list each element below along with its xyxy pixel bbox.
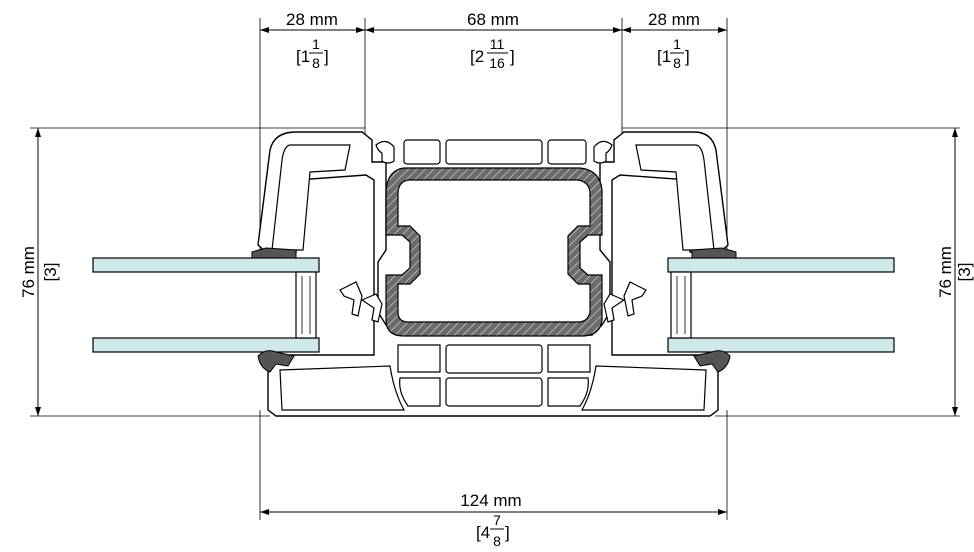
- dim-bottom-width-metric: 124 mm: [460, 491, 521, 510]
- dim-top-center-imperial: [2: [470, 47, 484, 66]
- dim-top-center-num: 11: [490, 36, 505, 52]
- spacer-right: [670, 271, 692, 339]
- dim-top-left-num: 1: [312, 36, 320, 52]
- steel-reinforcement: [385, 167, 603, 337]
- dim-top-center-metric: 68 mm: [467, 10, 519, 29]
- dim-left-height-metric: 76 mm: [19, 246, 38, 298]
- svg-text:]: ]: [685, 47, 690, 66]
- gasket-top-right: [691, 247, 737, 259]
- glass-pane-left-lower: [92, 337, 320, 353]
- svg-text:]: ]: [510, 47, 515, 66]
- gasket-top-left: [251, 247, 297, 259]
- gaskets: [251, 247, 737, 373]
- gasket-bottom-left: [257, 350, 295, 373]
- mullion-profile: [257, 131, 729, 417]
- dim-top-right-imperial: [1: [657, 47, 671, 66]
- dim-top-right-den: 8: [673, 55, 681, 71]
- svg-text:]: ]: [324, 47, 329, 66]
- dimension-top-left: 28 mm [1 1 8 ]: [260, 10, 365, 71]
- dim-top-left-metric: 28 mm: [286, 10, 338, 29]
- dimension-top-right: 28 mm [1 1 8 ]: [622, 10, 727, 71]
- spacer-left: [295, 271, 317, 339]
- glazing-right: [667, 257, 895, 353]
- dim-right-height-imperial: [3]: [955, 263, 974, 282]
- dim-top-left-den: 8: [312, 55, 320, 71]
- dim-top-right-metric: 28 mm: [648, 10, 700, 29]
- dim-top-right-num: 1: [673, 36, 681, 52]
- dimension-top-center: 68 mm [2 11 16 ]: [365, 10, 622, 71]
- svg-text:]: ]: [505, 523, 510, 542]
- glass-pane-right-upper: [667, 257, 895, 273]
- glass-pane-right-lower: [667, 337, 895, 353]
- dimension-bottom-width: 124 mm [4 7 8 ]: [260, 491, 727, 549]
- gasket-bottom-right: [693, 350, 731, 373]
- dim-top-left-imperial: [1: [296, 47, 310, 66]
- dim-right-height-metric: 76 mm: [936, 246, 955, 298]
- glass-pane-left-upper: [92, 257, 320, 273]
- dimension-left-height: 76 mm [3]: [19, 128, 60, 416]
- dim-bottom-width-num: 7: [493, 512, 501, 528]
- dim-bottom-width-imperial: [4: [476, 523, 490, 542]
- dim-top-center-den: 16: [489, 55, 505, 71]
- dim-bottom-width-den: 8: [493, 533, 501, 549]
- dimension-right-height: 76 mm [3]: [936, 128, 974, 416]
- extension-lines: [30, 18, 960, 520]
- dim-left-height-imperial: [3]: [41, 263, 60, 282]
- glazing-left: [92, 257, 320, 353]
